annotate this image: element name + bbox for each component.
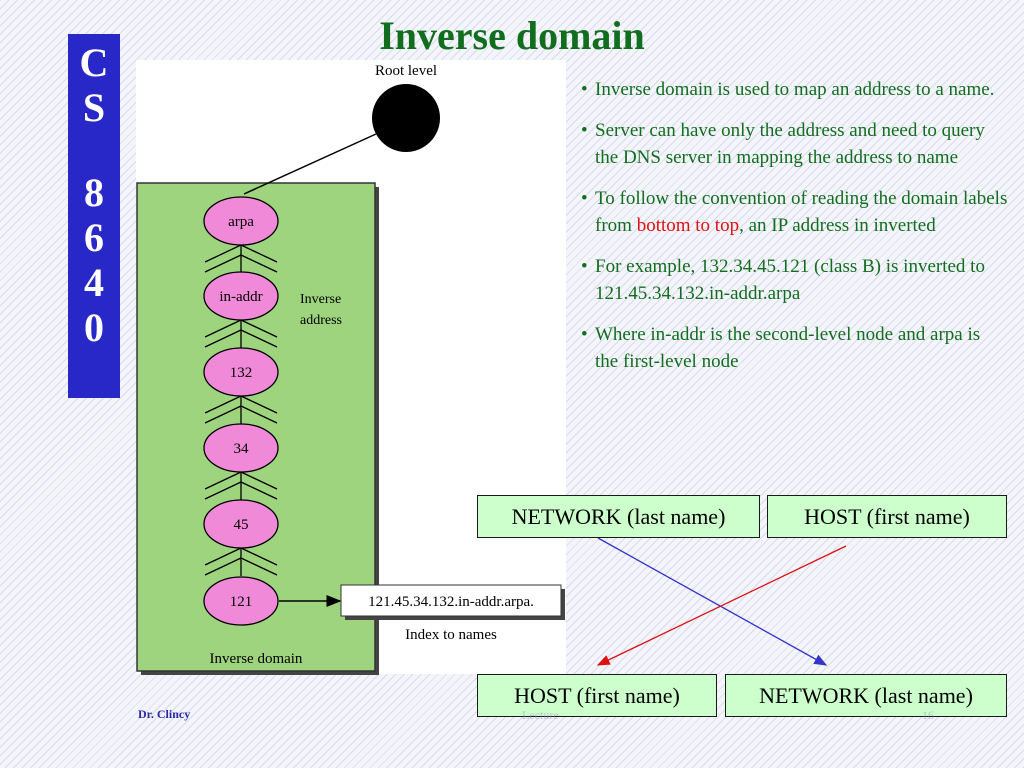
- inverse-address-label: Inverse: [300, 292, 341, 307]
- node-34: [203, 423, 279, 473]
- course-letter: C: [79, 40, 109, 85]
- bullet-text: To follow the convention of reading the …: [595, 188, 1008, 236]
- bullet-item: For example, 132.34.45.121 (class B) is …: [578, 253, 1008, 307]
- root-connector-line: [243, 133, 377, 195]
- node-45: [203, 499, 279, 549]
- network-mapping-arrow: [597, 537, 828, 666]
- course-letter: S: [82, 85, 106, 130]
- bullet-item: To follow the convention of reading the …: [578, 185, 1008, 239]
- network-box-top: NETWORK (last name): [477, 495, 760, 538]
- slide-title: Inverse domain: [379, 13, 645, 58]
- bullet-item: Server can have only the address and nee…: [578, 117, 1008, 171]
- node-connectors: [204, 244, 278, 576]
- node-label: arpa: [228, 214, 254, 230]
- highlight-text: bottom to top: [636, 215, 740, 236]
- node-label: 34: [234, 441, 250, 457]
- node-121: [203, 576, 279, 626]
- course-digit: 6: [84, 215, 104, 260]
- node-label: 132: [230, 365, 253, 381]
- result-domain-name: 121.45.34.132.in-addr.arpa.: [368, 594, 534, 610]
- index-to-names-label: Index to names: [405, 627, 497, 643]
- footer-page-number: 16: [922, 708, 934, 722]
- root-level-label: Root level: [375, 63, 437, 79]
- node-arpa: [203, 196, 279, 246]
- course-digit: 8: [84, 170, 104, 215]
- node-label: 45: [234, 517, 249, 533]
- node-in-addr: [203, 271, 279, 321]
- root-node: [372, 84, 440, 152]
- footer-lecture: Lecture: [522, 708, 559, 722]
- host-box-top: HOST (first name): [767, 495, 1007, 538]
- bullet-item: Inverse domain is used to map an address…: [578, 76, 1008, 103]
- network-box-bottom: NETWORK (last name): [725, 674, 1007, 717]
- course-number-bar: C S 8 6 4 0: [68, 34, 120, 398]
- inverse-address-label: address: [300, 313, 342, 328]
- course-digit: 0: [84, 305, 104, 350]
- result-box: [340, 584, 562, 617]
- course-digit: 4: [84, 260, 104, 305]
- bullet-text: , an IP address in inverted: [739, 215, 936, 236]
- bullet-list: Inverse domain is used to map an address…: [578, 76, 1008, 389]
- footer-author: Dr. Clincy: [138, 707, 191, 721]
- node-label: 121: [230, 594, 253, 610]
- node-132: [203, 347, 279, 397]
- host-mapping-arrow: [596, 545, 847, 666]
- inverse-domain-label: Inverse domain: [210, 651, 303, 667]
- host-box-bottom: HOST (first name): [477, 674, 717, 717]
- bullet-item: Where in-addr is the second-level node a…: [578, 321, 1008, 375]
- node-label: in-addr: [219, 289, 262, 305]
